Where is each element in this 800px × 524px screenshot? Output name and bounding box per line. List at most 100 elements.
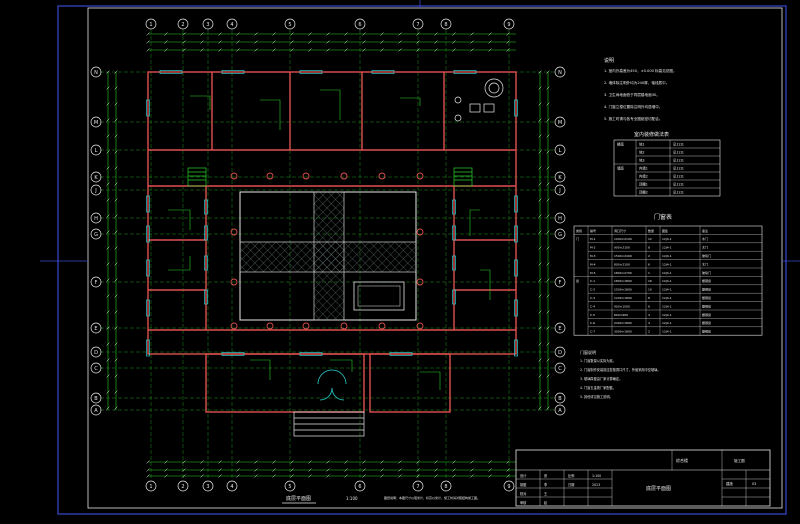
- general-note-line: 4. 门窗五金按厂家配套。: [580, 385, 616, 390]
- door-window-cell: 4: [648, 321, 650, 325]
- annotation-leader: [168, 209, 191, 230]
- dim-tick: [452, 474, 456, 478]
- window-mark: [514, 225, 518, 243]
- dim-tick: [344, 32, 348, 36]
- note-line: 5. 施工时请与各专业图纸密切配合。: [604, 116, 662, 121]
- door-window-cell: 800×2100: [614, 262, 630, 266]
- dim-tick: [538, 230, 542, 234]
- window-mark: [146, 259, 150, 277]
- title-block-label: 比例: [568, 473, 574, 478]
- door-window-cell: 1800×2700: [614, 271, 632, 275]
- dim-tick: [546, 86, 550, 90]
- dim-tick: [488, 48, 492, 52]
- axis-bubble-right: [554, 171, 566, 183]
- dim-tick: [164, 32, 168, 36]
- dim-tick: [452, 48, 456, 52]
- dim-tick: [546, 102, 550, 106]
- dim-tick: [538, 278, 542, 282]
- dim-tick: [326, 468, 330, 472]
- title-block-label: 制图: [520, 482, 526, 487]
- annotation-leader: [260, 99, 281, 130]
- room-table-cell: 见12J1: [673, 191, 684, 195]
- sheet-outer-frame: [57, 5, 787, 515]
- door-window-cell: 1200×1800: [614, 296, 632, 300]
- title-block-label: 日期: [568, 482, 574, 487]
- general-notes-lines: 1. 门窗数量以实际为准。2. 门窗制作安装前应复核洞口尺寸，外窗采用中空玻璃。…: [580, 358, 661, 399]
- axis-label-right: C: [558, 366, 562, 372]
- dim-tick: [146, 468, 150, 472]
- dimension-ticks: [106, 32, 550, 478]
- door-window-cell: 2: [648, 330, 650, 334]
- dim-tick: [546, 342, 550, 346]
- dim-tick: [470, 40, 474, 44]
- dim-tick: [114, 134, 118, 138]
- dim-tick: [114, 166, 118, 170]
- dim-tick: [506, 40, 510, 44]
- dim-tick: [218, 32, 222, 36]
- door-window-cell: 600×900: [614, 313, 628, 317]
- dim-tick: [538, 342, 542, 346]
- window-mark: [371, 70, 395, 74]
- door-window-cell: 6: [648, 304, 650, 308]
- title-block-value: 王: [544, 492, 548, 496]
- dim-tick: [164, 460, 168, 464]
- door-window-cell: 1500×2400: [614, 254, 632, 258]
- dim-tick: [200, 32, 204, 36]
- courtyard: [239, 191, 417, 321]
- dim-tick: [236, 474, 240, 478]
- dim-tick: [308, 468, 312, 472]
- door-window-cell: 1500×1800: [614, 288, 632, 292]
- window-mark: [514, 299, 518, 317]
- door-window-cell: 3000×1800: [614, 330, 632, 334]
- dim-tick: [218, 40, 222, 44]
- dim-tick: [114, 294, 118, 298]
- dim-tick: [308, 460, 312, 464]
- axis-bubble-left: [90, 404, 102, 416]
- axis-label-top: 7: [416, 22, 419, 28]
- window-mark: [452, 225, 456, 241]
- dim-tick: [106, 166, 110, 170]
- dim-tick: [546, 310, 550, 314]
- door-window-cell: 玻璃门: [702, 270, 711, 275]
- axis-bubble-left: [90, 212, 102, 224]
- room-table-cell: 见12J1: [673, 143, 684, 147]
- dim-tick: [272, 32, 276, 36]
- dim-tick: [106, 102, 110, 106]
- axis-bubble-bottom: [440, 480, 452, 492]
- window-mark: [204, 225, 208, 241]
- general-note-line: 5. 其他详见施工说明。: [580, 394, 613, 399]
- door-window-cell: 12J4-1: [662, 262, 672, 266]
- axis-label-bottom: 9: [507, 484, 510, 490]
- column-circle: [378, 172, 386, 180]
- dim-tick: [106, 310, 110, 314]
- door-window-table-border: [573, 225, 763, 336]
- dim-tick: [114, 246, 118, 250]
- dim-tick: [416, 460, 420, 464]
- dim-tick: [146, 48, 150, 52]
- dim-tick: [114, 406, 118, 410]
- window-mark: [514, 99, 518, 117]
- dim-tick: [182, 460, 186, 464]
- axis-label-right: K: [558, 175, 562, 181]
- axis-label-right: M: [558, 120, 562, 126]
- dim-tick: [470, 474, 474, 478]
- axis-label-right: A: [558, 408, 562, 414]
- dim-tick: [488, 460, 492, 464]
- axis-bubble-right: [554, 392, 566, 404]
- dim-tick: [326, 460, 330, 464]
- dim-tick: [398, 460, 402, 464]
- dim-tick: [362, 474, 366, 478]
- axis-bubble-right: [554, 346, 566, 358]
- dim-tick: [106, 294, 110, 298]
- axis-bubble-left: [90, 171, 102, 183]
- note-line: 1. 室内外高差为450，±0.000 标高见总图。: [604, 68, 677, 73]
- dim-tick: [380, 474, 384, 478]
- dim-tick: [362, 468, 366, 472]
- axis-bubble-top: [440, 18, 452, 30]
- bottom-note: 图纸说明：本图尺寸以毫米计，标高以米计，施工时请对照结构施工图。: [384, 495, 480, 500]
- axis-bubble-bottom: [145, 480, 157, 492]
- dim-tick: [236, 32, 240, 36]
- dim-tick: [106, 390, 110, 394]
- window-mark: [514, 195, 518, 213]
- dim-tick: [290, 460, 294, 464]
